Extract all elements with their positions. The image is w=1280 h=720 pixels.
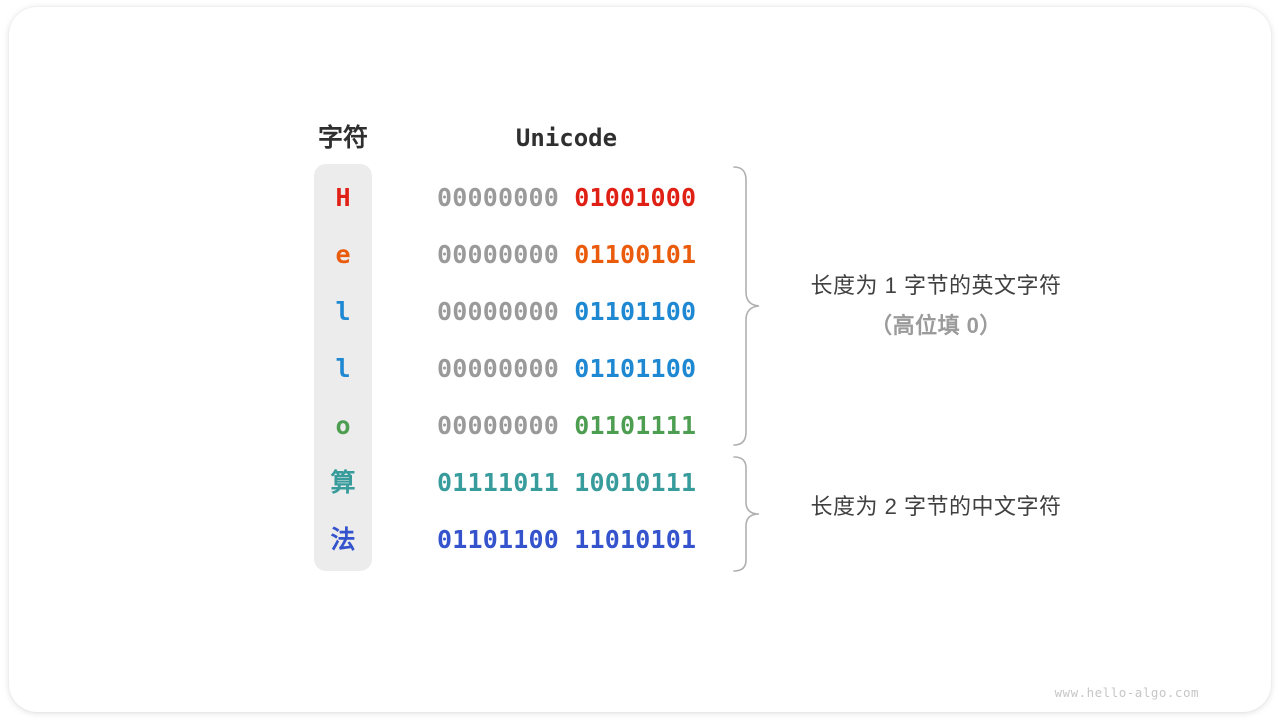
byte-gap	[559, 183, 574, 212]
byte-gap	[559, 297, 574, 326]
byte-low: 01101111	[574, 411, 697, 440]
table-row: e 00000000 01100101	[9, 238, 1271, 272]
table-row: l 00000000 01101100	[9, 352, 1271, 386]
char-cell: l	[335, 297, 351, 326]
binary-value: 00000000 01100101	[437, 238, 696, 272]
binary-value: 01101100 11010101	[437, 523, 696, 557]
byte-low: 01101100	[574, 354, 697, 383]
annotation-group-1-line-2: （高位填 0）	[870, 313, 1002, 338]
byte-high: 00000000	[437, 183, 560, 212]
table-row: o 00000000 01101111	[9, 409, 1271, 443]
byte-low: 01001000	[574, 183, 697, 212]
byte-high: 00000000	[437, 411, 560, 440]
byte-low: 01100101	[574, 240, 697, 269]
column-header-unicode: Unicode	[515, 124, 618, 152]
binary-value: 00000000 01101100	[437, 295, 696, 329]
char-cell: 算	[330, 468, 356, 497]
byte-high: 00000000	[437, 354, 560, 383]
byte-gap	[559, 411, 574, 440]
byte-gap	[559, 468, 574, 497]
table-row: 法 01101100 11010101	[9, 523, 1271, 557]
binary-value: 00000000 01001000	[437, 181, 696, 215]
binary-value: 00000000 01101111	[437, 409, 696, 443]
binary-value: 00000000 01101100	[437, 352, 696, 386]
byte-high: 01111011	[437, 468, 560, 497]
table-row: l 00000000 01101100	[9, 295, 1271, 329]
annotation-group-1-line-1: 长度为 1 字节的英文字符	[810, 273, 1062, 298]
char-cell: H	[335, 183, 351, 212]
brace-group-1-icon	[733, 166, 760, 446]
byte-low: 01101100	[574, 297, 697, 326]
diagram-card: 字符 Unicode H 00000000 01001000 e 0000000…	[9, 7, 1271, 712]
char-cell: 法	[330, 525, 356, 554]
byte-high: 00000000	[437, 297, 560, 326]
byte-high: 01101100	[437, 525, 560, 554]
brace-group-2-icon	[733, 456, 760, 572]
column-header-char: 字符	[317, 123, 368, 152]
binary-value: 01111011 10010111	[437, 466, 696, 500]
annotation-group-2-line-1: 长度为 2 字节的中文字符	[810, 494, 1062, 519]
byte-gap	[559, 354, 574, 383]
byte-low: 11010101	[574, 525, 697, 554]
byte-high: 00000000	[437, 240, 560, 269]
watermark-text: www.hello-algo.com	[1054, 685, 1199, 700]
byte-low: 10010111	[574, 468, 697, 497]
char-column-background	[314, 164, 372, 571]
byte-gap	[559, 525, 574, 554]
unicode-encoding-diagram: 字符 Unicode H 00000000 01001000 e 0000000…	[9, 7, 1271, 712]
table-row: 算 01111011 10010111	[9, 466, 1271, 500]
char-cell: e	[335, 240, 351, 269]
char-cell: o	[335, 411, 351, 440]
char-cell: l	[335, 354, 351, 383]
table-row: H 00000000 01001000	[9, 181, 1271, 215]
byte-gap	[559, 240, 574, 269]
